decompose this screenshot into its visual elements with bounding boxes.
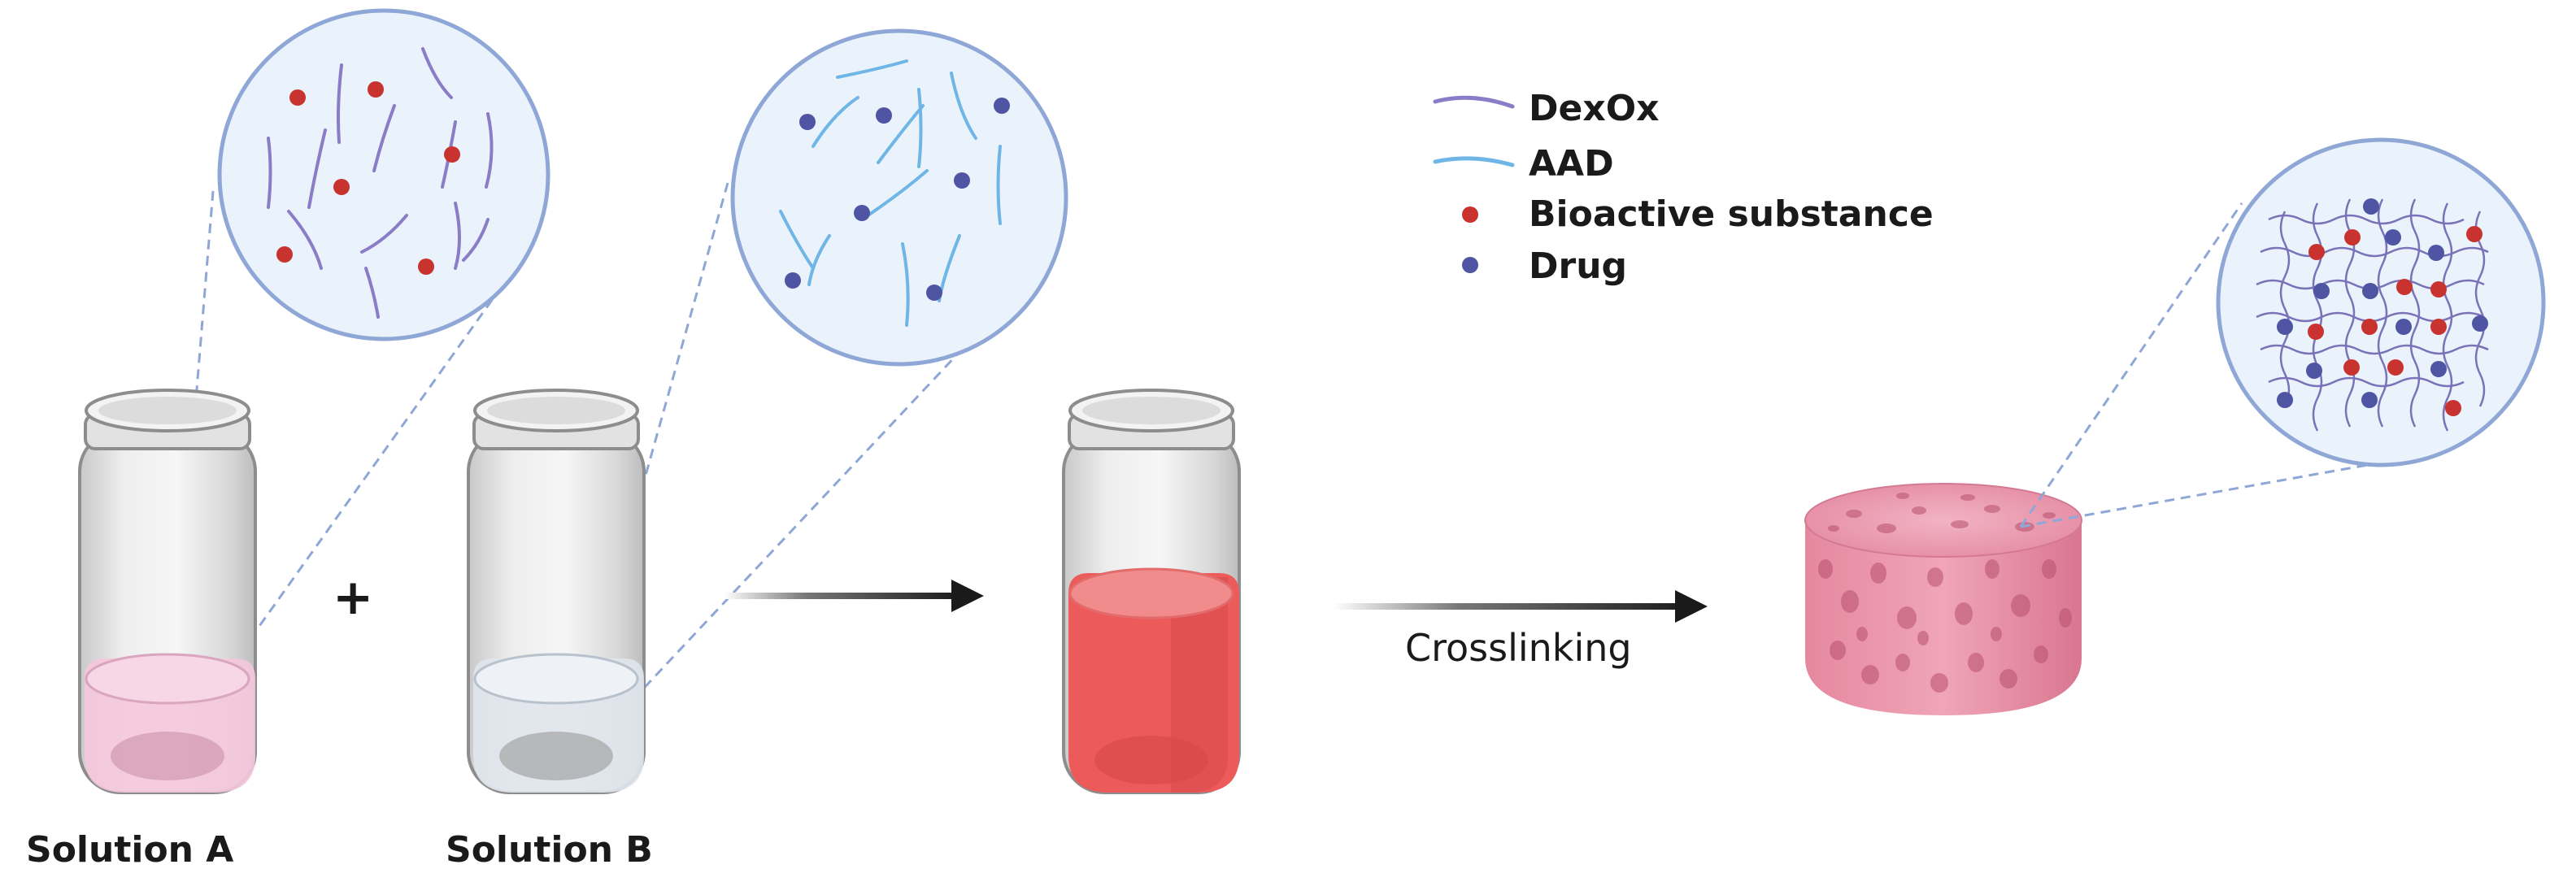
- arrow-mix: [724, 580, 984, 612]
- legend-label-aad: AAD: [1529, 143, 1614, 185]
- solution-b-label: Solution B: [446, 829, 653, 871]
- aad-legend-icon: [1433, 156, 1515, 167]
- crosslinking-label: Crosslinking: [1405, 626, 1632, 670]
- zoom-circle-solution-a: [165, 8, 550, 757]
- drug-legend-icon: [1462, 257, 1478, 273]
- hydrogel-scaffold: [1804, 483, 2082, 715]
- legend-icons: [1433, 95, 1515, 273]
- zoom-circle-solution-b: [559, 28, 1068, 778]
- legend-label-drug: Drug: [1529, 245, 1628, 287]
- jar-solution-b: [467, 389, 646, 794]
- zoom-circle-hydrogel-network: [2019, 137, 2546, 528]
- plus-sign: +: [333, 569, 374, 626]
- arrow-crosslinking: [1334, 590, 1708, 623]
- jar-solution-a: [78, 389, 257, 794]
- bioactive-legend-icon: [1462, 206, 1478, 223]
- drug-dots-b: [785, 98, 1010, 301]
- scaffold-pores: [1818, 493, 2072, 693]
- bioactive-dots-a: [276, 81, 460, 275]
- network-drug-dots: [2277, 198, 2488, 408]
- network-bioactive-dots: [2308, 226, 2482, 416]
- solution-a-label: Solution A: [26, 829, 234, 871]
- legend-label-dexox: DexOx: [1529, 88, 1660, 129]
- crosslinked-mesh: [2256, 198, 2489, 432]
- dexox-legend-icon: [1433, 95, 1515, 109]
- jar-mixed-solution: [1062, 389, 1241, 794]
- legend-label-bioactive-substance: Bioactive substance: [1529, 193, 1934, 235]
- aad-fibers-b: [779, 59, 1002, 327]
- dexox-fibers-a: [267, 47, 494, 319]
